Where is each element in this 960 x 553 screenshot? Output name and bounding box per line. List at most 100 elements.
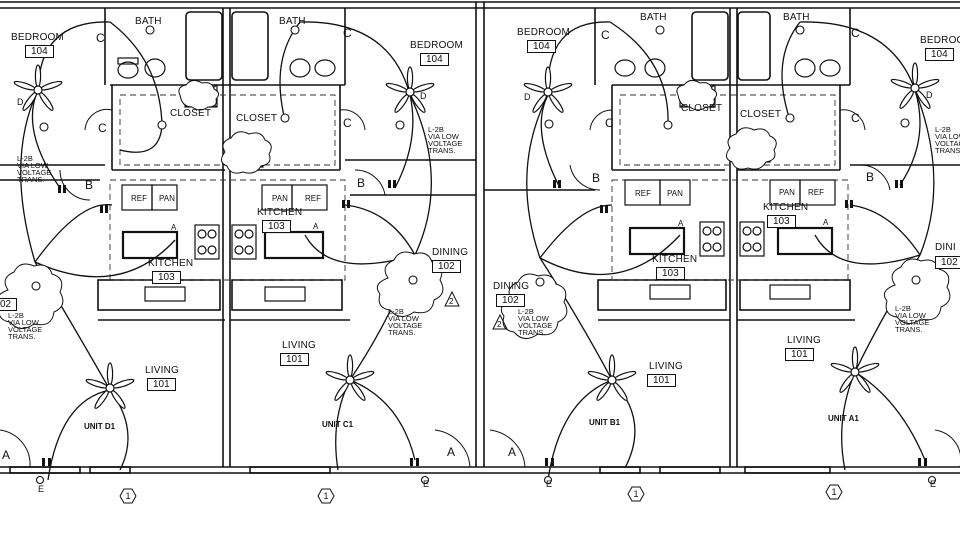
kitchen-label: KITCHEN	[652, 254, 698, 265]
outlets	[42, 180, 927, 466]
ceiling-fan-icon	[13, 64, 63, 111]
switch-points	[31, 25, 937, 485]
tag-d: D	[926, 90, 933, 100]
bedroom-number: 104	[420, 53, 449, 66]
revision-number: 2	[497, 320, 502, 329]
closet-label: CLOSET	[740, 109, 782, 120]
dining-number-partial: 02	[0, 298, 18, 311]
tag-c: C	[98, 121, 107, 135]
bedroom-label: BEDROOM	[410, 40, 464, 51]
kitchen-number: 103	[656, 267, 685, 280]
kitchen-number: 103	[262, 220, 291, 233]
living-label: LIVING	[282, 340, 316, 351]
tag-a-small: A	[823, 218, 829, 227]
bedroom-number: 104	[925, 48, 954, 61]
circuit-wiring	[20, 21, 935, 481]
sink-icon	[121, 230, 179, 260]
ceiling-fan-icon	[385, 66, 435, 113]
unit-label: UNIT D1	[84, 422, 116, 431]
pan-label: PAN	[272, 194, 288, 203]
tag-e: E	[38, 484, 45, 494]
dining-number: 102	[496, 294, 525, 307]
revision-triangle-icon	[444, 290, 508, 330]
tag-c: C	[96, 31, 105, 45]
transformer-clouds	[0, 79, 951, 339]
detail-number: 1	[125, 491, 131, 501]
ref-label: REF	[808, 188, 824, 197]
ref-label: REF	[131, 194, 147, 203]
transformer-note: L-2B VIA LOW VOLTAGE TRANS.	[428, 125, 463, 155]
ceiling-fans	[13, 62, 940, 409]
closet-label: CLOSET	[236, 113, 278, 124]
tag-b: B	[85, 178, 94, 192]
tag-e: E	[546, 479, 553, 489]
bedroom-label: BEDROOM	[920, 35, 960, 46]
tag-c: C	[851, 26, 860, 40]
bath-label: BATH	[640, 12, 667, 23]
range-icon	[194, 224, 220, 260]
living-label: LIVING	[649, 361, 683, 372]
bedroom-label: BEDROOM	[517, 27, 571, 38]
unit-label: UNIT C1	[322, 420, 354, 429]
transformer-note: L-2B VIA LOW VOLTAGE TRANS.	[895, 304, 930, 334]
dining-label: DINING	[493, 281, 530, 292]
kitchen-label: KITCHEN	[763, 202, 809, 213]
tag-d: D	[524, 92, 531, 102]
tag-c: C	[343, 116, 352, 130]
ceiling-fan-icon	[587, 354, 637, 401]
ref-label: REF	[635, 189, 651, 198]
tag-e: E	[423, 479, 430, 489]
ceiling-fan-icon	[523, 66, 573, 113]
tag-c: C	[851, 111, 860, 125]
door-swings	[0, 108, 960, 468]
toilet-icon	[117, 57, 139, 79]
tag-a-small: A	[171, 223, 177, 232]
bath-label: BATH	[135, 16, 162, 27]
tag-a-small: A	[678, 219, 684, 228]
tag-a: A	[447, 445, 456, 459]
detail-number: 1	[831, 487, 837, 497]
ceiling-fan-icon	[890, 62, 940, 109]
walls	[0, 1, 960, 474]
pan-label: PAN	[779, 188, 795, 197]
ceiling-fan-icon	[830, 346, 880, 393]
pan-label: PAN	[667, 189, 683, 198]
bedroom-label: BEDROOM	[11, 32, 65, 43]
kitchen-label: KITCHEN	[257, 207, 303, 218]
tag-a: A	[2, 448, 11, 462]
dining-label: DINING	[432, 247, 469, 258]
ref-label: REF	[305, 194, 321, 203]
detail-number: 1	[323, 491, 329, 501]
unit-label: UNIT B1	[589, 418, 621, 427]
bath-label: BATH	[279, 16, 306, 27]
unit-label: UNIT A1	[828, 414, 859, 423]
transformer-note: L-2B VIA LOW VOLTAGE TRANS.	[8, 311, 43, 341]
tag-b: B	[592, 171, 601, 185]
ceiling-fan-icon	[85, 362, 135, 409]
dining-number: 102	[432, 260, 461, 273]
kitchen-number: 103	[152, 271, 181, 284]
kitchen-number: 103	[767, 215, 796, 228]
tag-a: A	[508, 445, 517, 459]
living-number: 101	[280, 353, 309, 366]
detail-number: 1	[633, 489, 639, 499]
pan-label: PAN	[159, 194, 175, 203]
tag-c: C	[601, 28, 610, 42]
bath-label: BATH	[783, 12, 810, 23]
transformer-note: L-2B VIA LOW VOLTAGE TRANS.	[935, 125, 960, 155]
tag-e: E	[930, 479, 937, 489]
bedroom-number: 104	[527, 40, 556, 53]
revision-number: 2	[449, 297, 454, 306]
closet-label: CLOSET	[170, 108, 212, 119]
tag-b: B	[866, 170, 875, 184]
living-number: 101	[147, 378, 176, 391]
bedroom-number: 104	[25, 45, 54, 58]
ceiling-fan-icon	[325, 354, 375, 401]
living-label: LIVING	[787, 335, 821, 346]
transformer-note: L-2B VIA LOW VOLTAGE TRANS.	[518, 307, 553, 337]
dining-number: 102	[935, 256, 960, 269]
tag-c: C	[343, 26, 352, 40]
tag-d: D	[420, 91, 427, 101]
transformer-note: L-2B VIA LOW VOLTAGE TRANS.	[388, 307, 423, 337]
